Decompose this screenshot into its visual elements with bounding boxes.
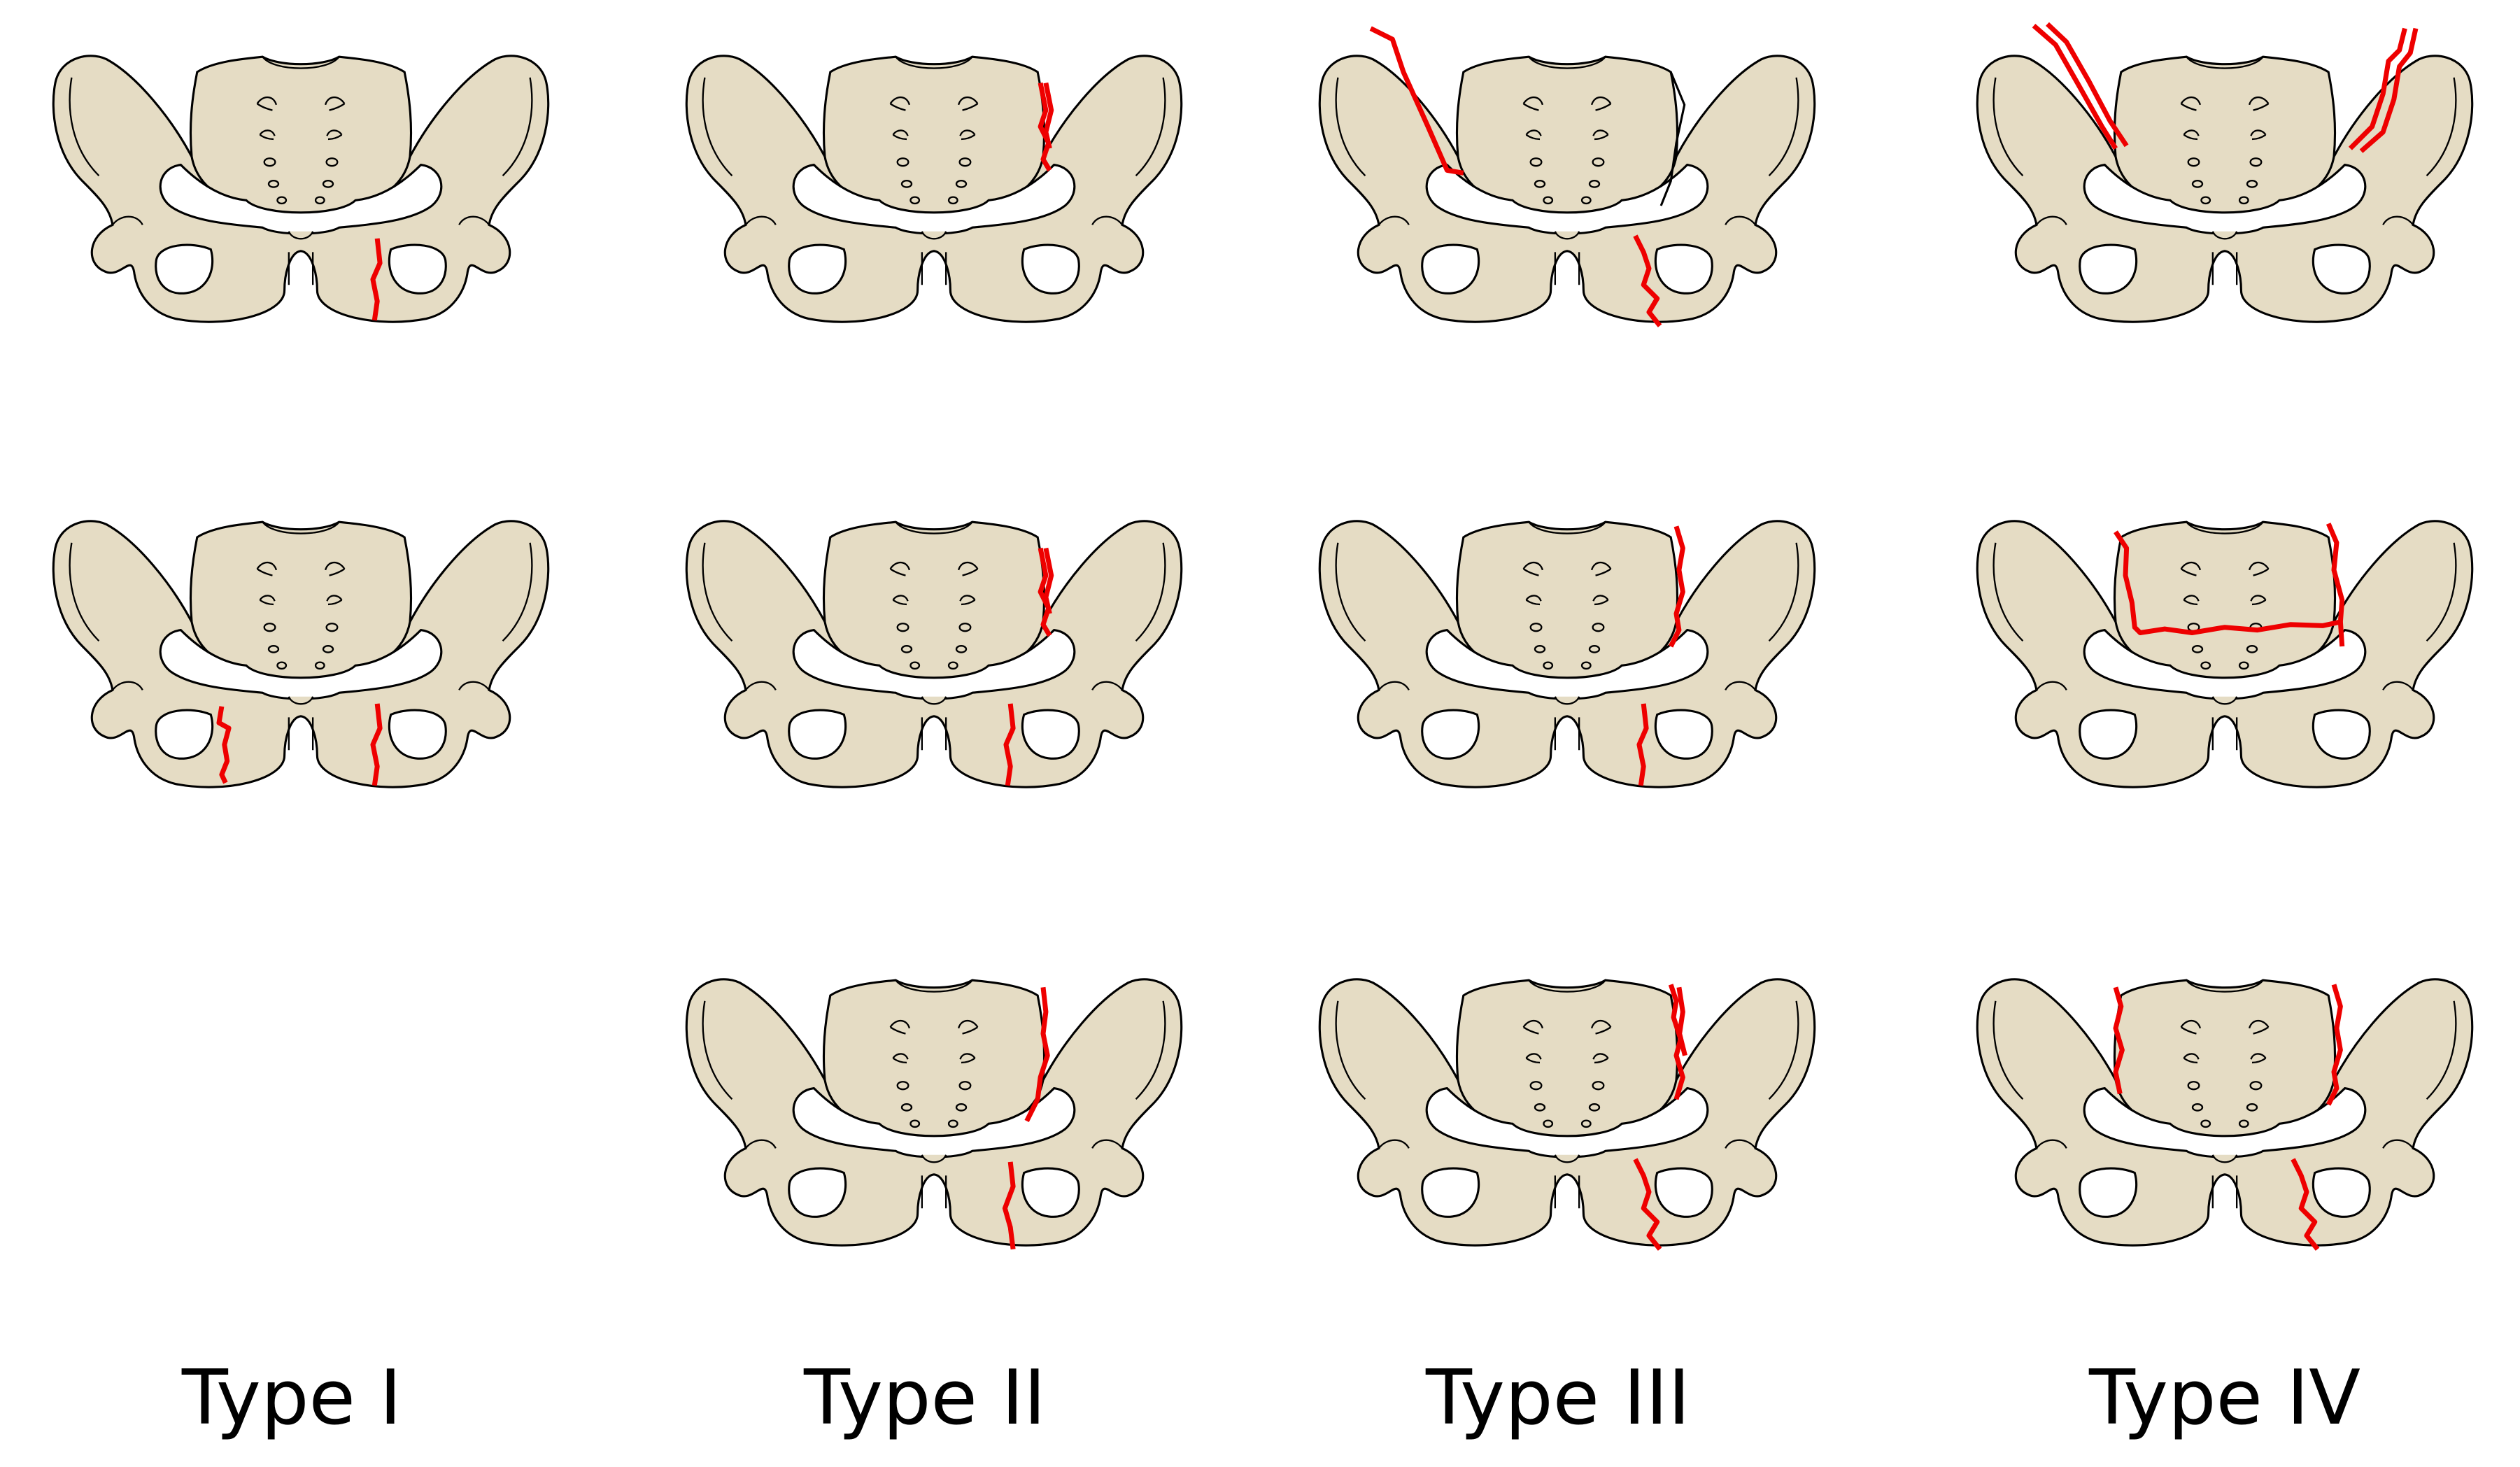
pelvis-outline xyxy=(52,520,550,788)
pelvis-outline xyxy=(1976,55,2474,323)
pelvis-outline xyxy=(1318,520,1816,788)
pelvis-col4-row1 xyxy=(1976,24,2474,323)
pelvis-col2-row2 xyxy=(685,520,1183,788)
pelvis-col3-row1 xyxy=(1318,29,1816,326)
pelvis-col4-row3 xyxy=(1976,978,2474,1249)
type-i-label: Type I xyxy=(181,1354,402,1442)
pelvis-outline xyxy=(685,978,1183,1247)
pelvis-col1-row1 xyxy=(52,55,550,323)
pelvis-outline xyxy=(1318,55,1816,323)
pelvis-outline xyxy=(1976,520,2474,788)
type-ii-label: Type II xyxy=(803,1354,1047,1442)
pelvis-col2-row3 xyxy=(685,978,1183,1249)
pelvis-outline xyxy=(1318,978,1816,1247)
type-iv-label: Type IV xyxy=(2088,1354,2361,1442)
pelvis-outline xyxy=(52,55,550,323)
pelvis-col3-row2 xyxy=(1318,520,1816,788)
pelvis-col3-row3 xyxy=(1318,978,1816,1249)
pelvis-outline xyxy=(685,55,1183,323)
type-iii-label: Type III xyxy=(1426,1354,1690,1442)
pelvis-outline xyxy=(1976,978,2474,1247)
pelvis-col4-row2 xyxy=(1976,520,2474,788)
pelvis-col1-row2 xyxy=(52,520,550,788)
pelvis-col2-row1 xyxy=(685,55,1183,323)
pelvis-outline xyxy=(685,520,1183,788)
